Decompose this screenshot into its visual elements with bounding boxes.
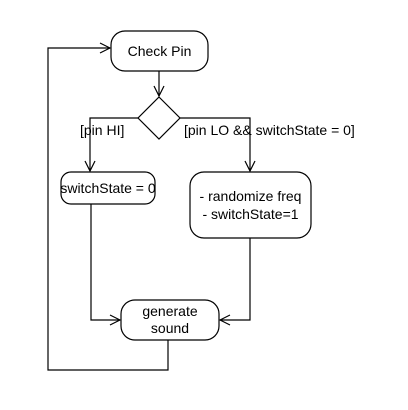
randomize-line-1: - randomize freq: [200, 188, 302, 204]
generate-sound-line-1: generate: [142, 303, 197, 319]
generate-sound-node: generate sound: [120, 299, 220, 341]
flow-randomize-to-generate: [220, 238, 251, 320]
switch-state-zero-label: switchState = 0: [60, 180, 156, 196]
guard-pin-hi: [pin HI]: [80, 122, 124, 138]
randomize-box: [189, 171, 312, 239]
flow-switch-state-zero-to-generate: [90, 204, 120, 320]
generate-sound-line-2: sound: [151, 320, 189, 336]
check-pin-node: Check Pin: [110, 30, 209, 72]
guard-pin-lo: [pin LO && switchState = 0]: [184, 122, 355, 138]
decision-diamond: [137, 96, 181, 140]
switch-state-zero-node: switchState = 0: [60, 171, 156, 205]
randomize-node: - randomize freq - switchState=1: [189, 171, 312, 239]
randomize-line-2: - switchState=1: [202, 206, 298, 222]
switch-state-zero-box: [60, 171, 156, 205]
check-pin-label: Check Pin: [128, 43, 192, 59]
flow-decision-to-switch-state-zero: [90, 117, 138, 171]
flow-generate-loop-back: [47, 48, 169, 371]
flow-decision-to-randomize: [180, 117, 250, 171]
